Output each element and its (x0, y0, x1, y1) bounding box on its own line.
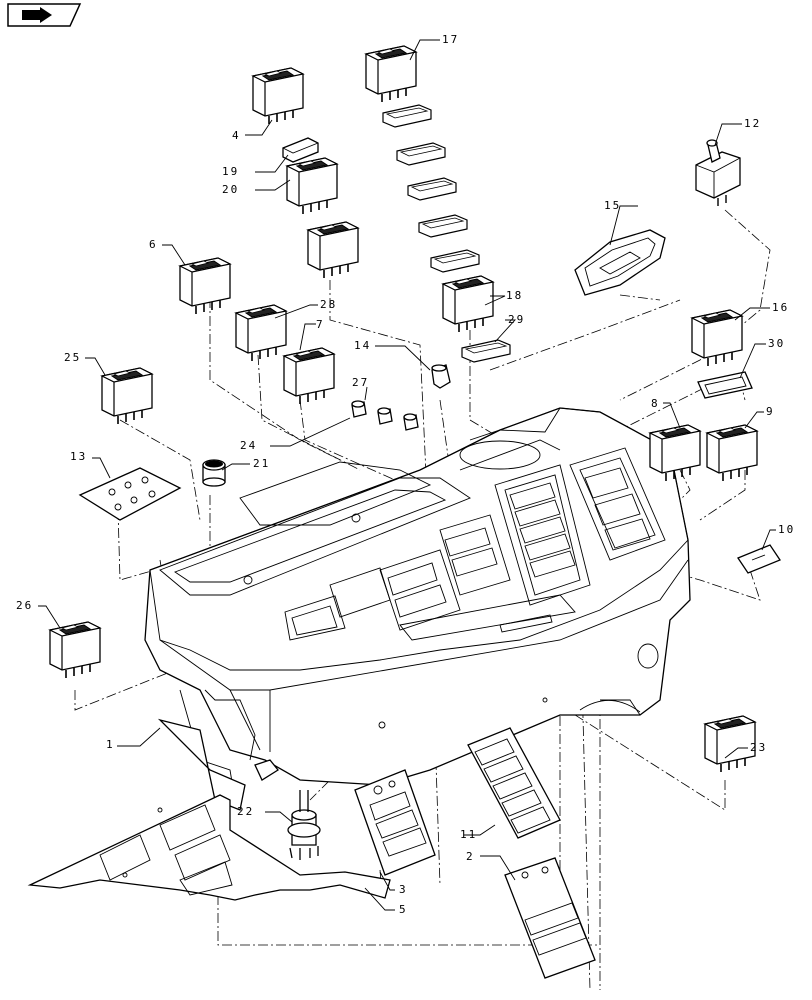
rocker-switch-16 (691, 309, 743, 367)
callout-30: 30 (768, 337, 785, 350)
callout-24: 24 (240, 439, 257, 452)
leader-lines (38, 39, 776, 911)
toggle-switch-12 (695, 139, 741, 206)
callout-22: 22 (237, 805, 254, 818)
callout-9: 9 (766, 405, 775, 418)
blank-cover-1 (382, 104, 432, 128)
rocker-switch-26 (49, 621, 101, 679)
rocker-switch-9 (706, 424, 758, 482)
callout-17: 17 (442, 33, 459, 46)
rocker-switch-17 (365, 45, 417, 103)
callout-26: 26 (16, 599, 33, 612)
callout-5: 5 (399, 903, 408, 916)
console-switch-slots (509, 482, 576, 578)
label-plate-3 (354, 769, 436, 876)
callout-labels: 1 2 3 4 5 6 7 8 9 10 11 12 13 14 15 16 1… (16, 33, 795, 916)
decal-13 (78, 467, 182, 521)
label-plate-2 (504, 857, 596, 979)
rocker-switch-6 (179, 257, 231, 315)
callout-18: 18 (506, 289, 523, 302)
callout-11: 11 (460, 828, 477, 841)
callout-1: 1 (106, 738, 115, 751)
switch-strip-11 (467, 727, 561, 839)
rocker-switch-25 (101, 367, 153, 425)
blank-cover-29 (461, 339, 511, 363)
callout-2: 2 (466, 850, 475, 863)
rocker-switch-23 (704, 715, 756, 773)
callout-6: 6 (149, 238, 158, 251)
arrow-right-icon[interactable] (7, 3, 82, 27)
callout-15: 15 (604, 199, 621, 212)
lens-30 (697, 371, 753, 399)
callout-16: 16 (772, 301, 789, 314)
knob-14 (431, 364, 451, 389)
callout-27: 27 (352, 376, 369, 389)
rocker-switch-unlabeled (307, 221, 359, 279)
blank-cover-3 (407, 177, 457, 201)
rotary-switch (287, 790, 321, 860)
rocker-switch-7 (283, 347, 335, 405)
callout-8: 8 (651, 397, 660, 410)
blank-cover-5 (430, 249, 480, 273)
callout-20: 20 (222, 183, 239, 196)
callout-23: 23 (750, 741, 767, 754)
rocker-switch-4 (252, 67, 304, 125)
rocker-switch-20 (286, 157, 338, 215)
callout-14: 14 (354, 339, 371, 352)
rocker-switch-28 (235, 304, 287, 362)
plate-10 (737, 544, 781, 574)
callout-7: 7 (316, 318, 325, 331)
callout-25: 25 (64, 351, 81, 364)
blank-cover-2 (396, 142, 446, 166)
rocker-switch-18 (442, 275, 494, 333)
console-housing (144, 407, 691, 811)
blank-cover-4 (418, 214, 468, 238)
switch-cap-19 (282, 137, 319, 163)
callout-28: 28 (320, 298, 337, 311)
buzzer-21 (202, 459, 226, 487)
callout-3: 3 (399, 883, 408, 896)
callout-10: 10 (778, 523, 795, 536)
callout-21: 21 (253, 457, 270, 470)
callout-13: 13 (70, 450, 87, 463)
plugs-27 (351, 400, 419, 431)
callout-19: 19 (222, 165, 239, 178)
callout-29: 29 (508, 313, 525, 326)
callout-4: 4 (232, 129, 241, 142)
bracket-plate (27, 794, 391, 901)
callout-12: 12 (744, 117, 761, 130)
gasket-15 (574, 229, 666, 296)
